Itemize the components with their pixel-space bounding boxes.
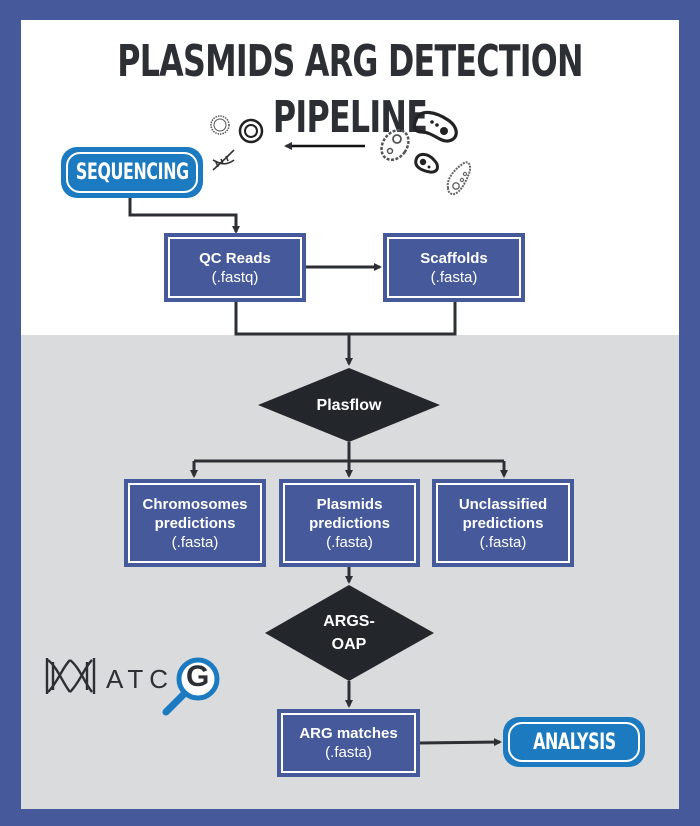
arg-matches-title: ARG matches bbox=[299, 725, 398, 742]
qc-reads-node-border: QC Reads (.fastq) bbox=[168, 237, 302, 298]
arg-matches-format: (.fasta) bbox=[325, 744, 372, 761]
chromosomes-node-border: Chromosomes predictions (.fasta) bbox=[128, 483, 262, 563]
unclassified-node[interactable]: Unclassified predictions (.fasta) bbox=[432, 479, 574, 567]
unclassified-format: (.fasta) bbox=[479, 533, 527, 551]
chromosomes-format: (.fasta) bbox=[171, 533, 219, 551]
scaffolds-node[interactable]: Scaffolds (.fasta) bbox=[383, 233, 525, 302]
args-oap-label-line1: ARGS- bbox=[323, 613, 375, 630]
plasflow-label: Plasflow bbox=[316, 397, 382, 414]
plasmids-node[interactable]: Plasmids predictions (.fasta) bbox=[279, 479, 420, 567]
args-oap-label: ARGS- OAP bbox=[299, 610, 399, 656]
microorganisms-icon bbox=[380, 110, 472, 196]
plasflow-diamond[interactable] bbox=[258, 368, 440, 442]
connector-sequencing-qc bbox=[128, 197, 240, 234]
page-title: PLASMIDS ARG DETECTION PIPELINE bbox=[117, 36, 583, 143]
scaffolds-format: (.fasta) bbox=[430, 268, 478, 286]
dna-helix-icon bbox=[212, 149, 235, 171]
plasmids-node-border: Plasmids predictions (.fasta) bbox=[283, 483, 416, 563]
dna-logo-icon bbox=[45, 657, 220, 716]
logo-highlight-letter: G bbox=[186, 660, 210, 693]
sequencing-label: SEQUENCING bbox=[75, 160, 189, 185]
sequencing-terminal[interactable]: SEQUENCING bbox=[61, 147, 203, 198]
logo-text: ATC bbox=[106, 664, 175, 694]
plasmids-title-line2: predictions bbox=[309, 514, 390, 532]
chromosomes-title-line2: predictions bbox=[154, 514, 236, 532]
connector-matches-analysis bbox=[419, 738, 502, 747]
unclassified-title-line2: predictions bbox=[462, 514, 544, 532]
scaffolds-title: Scaffolds bbox=[420, 249, 488, 267]
plasmid-ring-icon bbox=[210, 115, 230, 135]
qc-reads-format: (.fastq) bbox=[211, 268, 259, 286]
plasmids-format: (.fasta) bbox=[326, 533, 373, 551]
analysis-terminal-border: ANALYSIS bbox=[508, 722, 640, 762]
sequencing-terminal-border: SEQUENCING bbox=[66, 152, 198, 193]
unclassified-node-border: Unclassified predictions (.fasta) bbox=[436, 483, 570, 563]
args-oap-label-line2: OAP bbox=[331, 636, 367, 653]
chromosomes-title-line1: Chromosomes bbox=[142, 495, 248, 513]
qc-reads-node[interactable]: QC Reads (.fastq) bbox=[164, 233, 306, 302]
arg-matches-node[interactable]: ARG matches (.fasta) bbox=[277, 709, 420, 777]
arg-matches-node-border: ARG matches (.fasta) bbox=[281, 713, 416, 773]
analysis-label: ANALYSIS bbox=[532, 729, 616, 755]
scaffolds-node-border: Scaffolds (.fasta) bbox=[387, 237, 521, 298]
args-oap-diamond[interactable] bbox=[265, 585, 434, 681]
connector-qc-merge bbox=[234, 302, 349, 336]
connector-scaffolds-merge bbox=[349, 302, 457, 336]
plasmids-title-line1: Plasmids bbox=[316, 495, 383, 513]
unclassified-title-line1: Unclassified bbox=[458, 495, 548, 513]
plasmid-ring-bold-icon bbox=[238, 118, 264, 144]
analysis-terminal[interactable]: ANALYSIS bbox=[503, 717, 645, 767]
atcg-logo: ATC G bbox=[44, 654, 224, 724]
qc-reads-title: QC Reads bbox=[199, 249, 271, 267]
chromosomes-node[interactable]: Chromosomes predictions (.fasta) bbox=[124, 479, 266, 567]
